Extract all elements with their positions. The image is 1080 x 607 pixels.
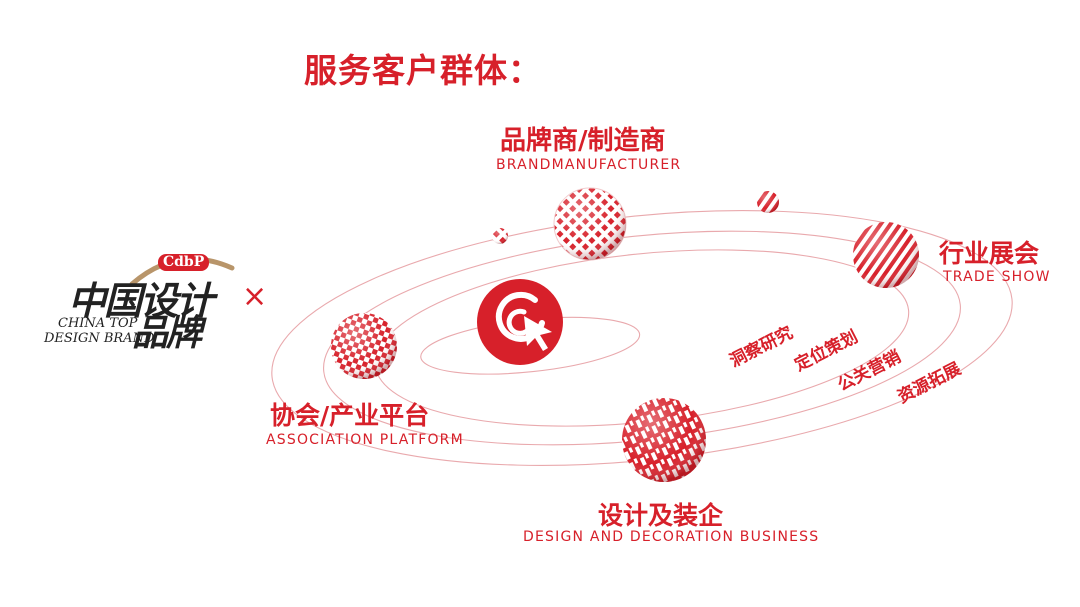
page-title: 服务客户群体： <box>304 51 542 90</box>
sphere-small-top <box>492 228 508 244</box>
label-trade-en: TRADE SHOW <box>943 269 1051 285</box>
logo-en-line2: DESIGN BRAND <box>44 331 155 346</box>
sphere-association <box>331 313 397 379</box>
logo-cn-line1: 中国设计 <box>68 279 214 323</box>
center-hub <box>477 279 563 365</box>
label-trade-cn: 行业展会 <box>939 239 1040 268</box>
label-brand-cn: 品牌商/制造商 <box>500 126 666 156</box>
sphere-brand <box>553 187 627 261</box>
logo-cn-line2: 品牌 <box>132 313 202 354</box>
sphere-trade <box>853 222 919 288</box>
label-design-en: DESIGN AND DECORATION BUSINESS <box>523 529 820 545</box>
label-association-cn: 协会/产业平台 <box>270 401 430 430</box>
label-brand-en: BRANDMANUFACTURER <box>496 157 682 173</box>
logo-en-line1: CHINA TOP <box>58 316 138 331</box>
label-association-en: ASSOCIATION PLATFORM <box>266 432 464 448</box>
label-design-cn: 设计及装企 <box>598 501 724 530</box>
cursor-click-icon <box>495 291 552 351</box>
logo-badge: CdbP <box>158 254 210 271</box>
multiply-symbol: × <box>242 279 268 314</box>
sphere-design <box>622 398 706 482</box>
sphere-small-right <box>757 191 779 213</box>
brand-logo: CdbP 中国设计 CHINA TOP DESIGN BRAND 品牌 <box>40 248 240 354</box>
